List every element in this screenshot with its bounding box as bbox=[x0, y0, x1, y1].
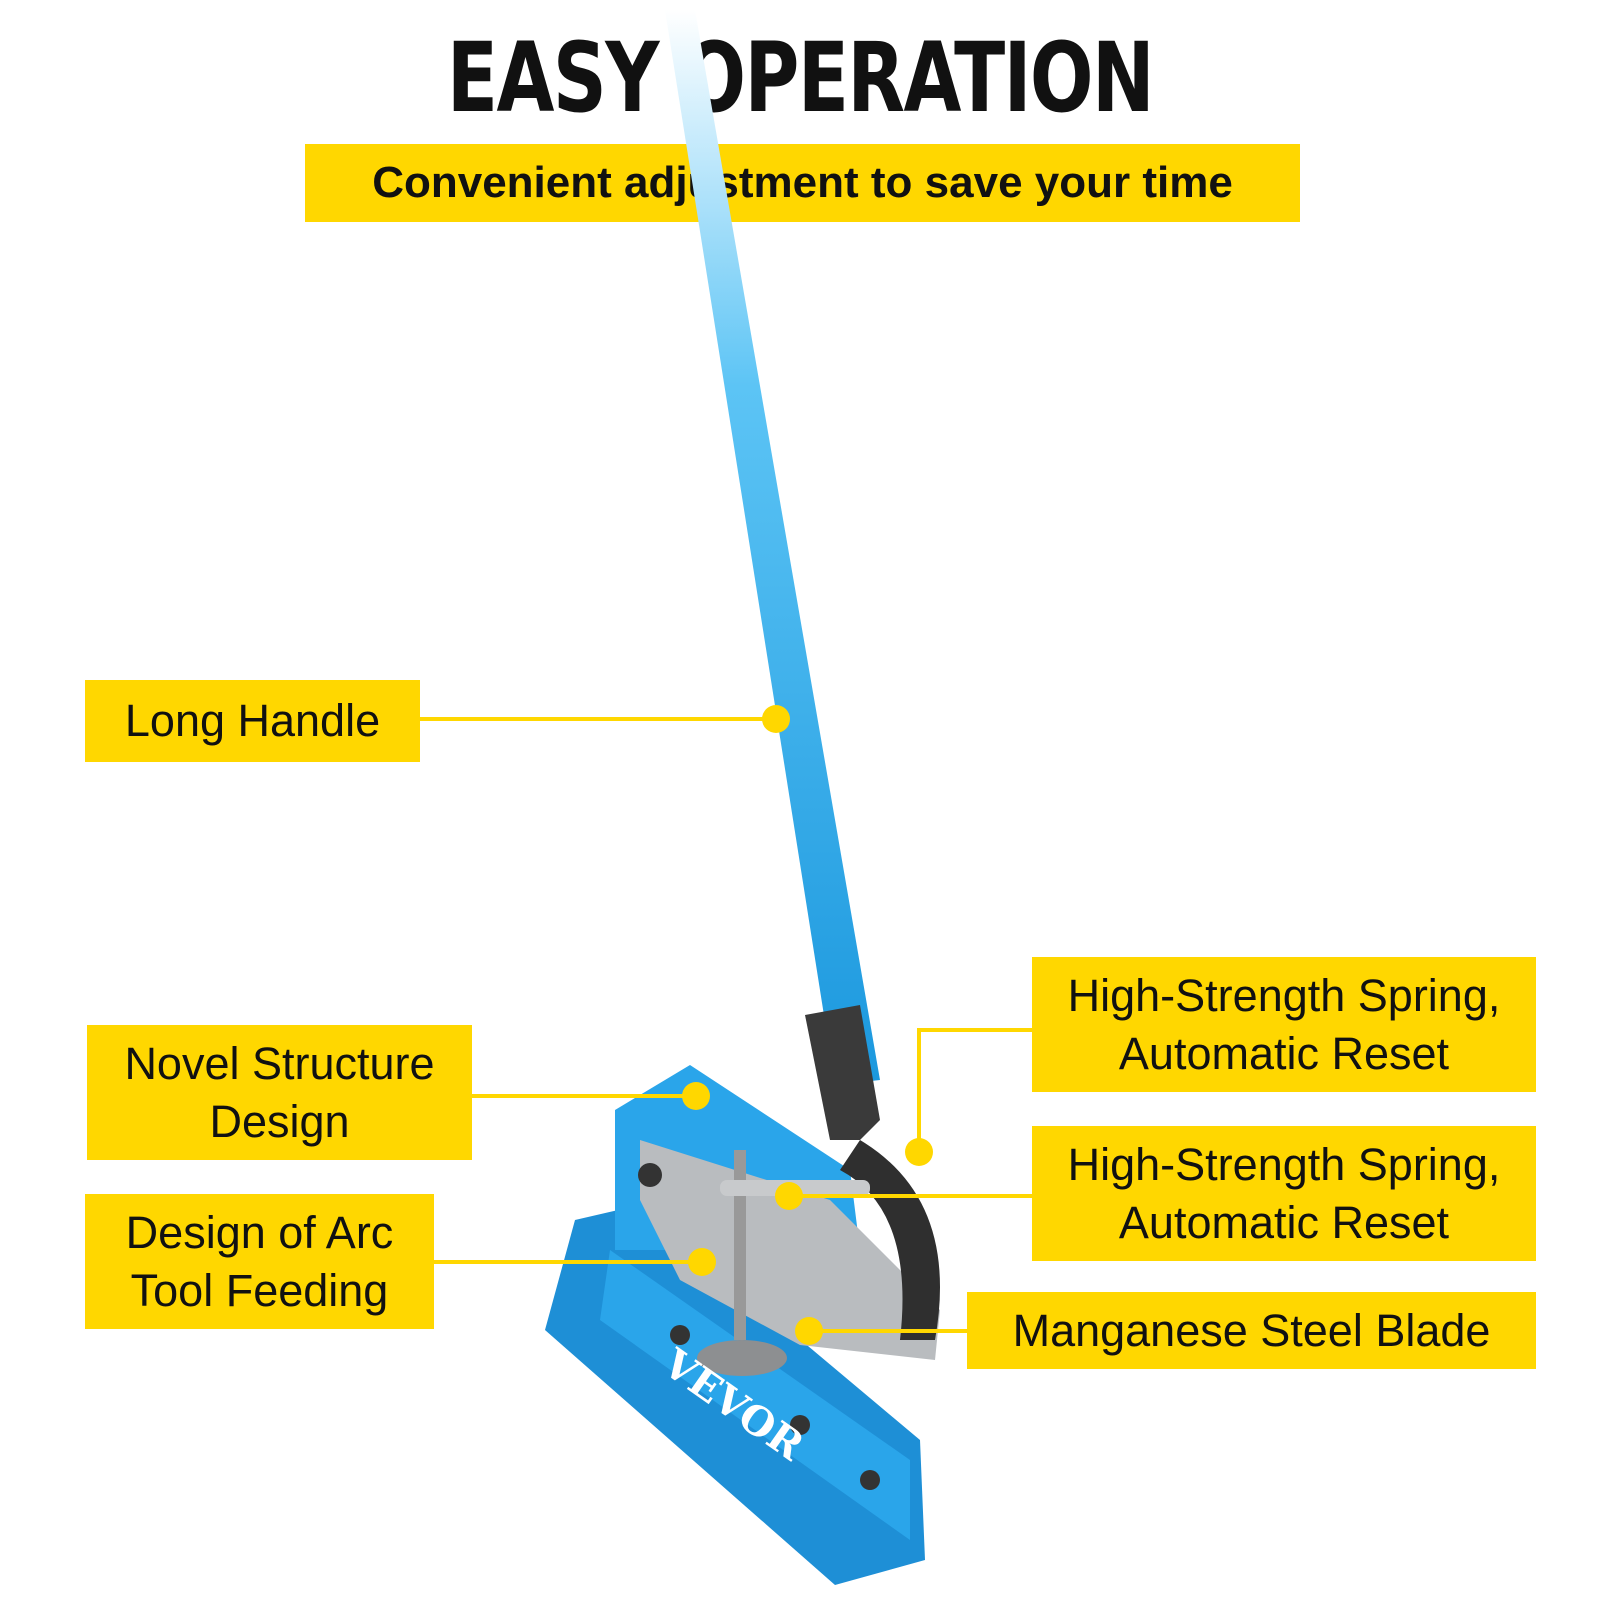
callout-text: Automatic Reset bbox=[1118, 1027, 1450, 1079]
callout-text: High-Strength Spring, bbox=[1067, 1138, 1501, 1190]
marker-dot bbox=[688, 1248, 716, 1276]
callout-manganese-blade: Manganese Steel Blade bbox=[967, 1292, 1536, 1369]
callout-text: Manganese Steel Blade bbox=[1012, 1304, 1491, 1356]
marker-dot bbox=[775, 1182, 803, 1210]
callout-spring-1: High-Strength Spring, Automatic Reset bbox=[1032, 957, 1536, 1092]
long-handle bbox=[665, 10, 880, 1085]
callout-text: Tool Feeding bbox=[130, 1264, 389, 1316]
callout-text: Novel Structure bbox=[124, 1037, 435, 1089]
page-title: EASY OPERATION bbox=[446, 22, 1155, 134]
callout-text: Long Handle bbox=[124, 695, 381, 746]
marker-dot bbox=[682, 1082, 710, 1110]
callout-spring-2: High-Strength Spring, Automatic Reset bbox=[1032, 1126, 1536, 1261]
feed-screw bbox=[734, 1150, 746, 1340]
callout-text: Automatic Reset bbox=[1118, 1196, 1450, 1248]
marker-dot bbox=[905, 1138, 933, 1166]
arc-cam bbox=[840, 1140, 940, 1340]
callout-novel-structure: Novel Structure Design bbox=[87, 1025, 472, 1160]
marker-dot bbox=[795, 1317, 823, 1345]
callout-text: High-Strength Spring, bbox=[1067, 969, 1501, 1021]
callout-text: Design bbox=[209, 1095, 350, 1147]
marker-dot bbox=[762, 705, 790, 733]
callout-text: Design of Arc bbox=[125, 1206, 394, 1258]
blade bbox=[640, 1140, 940, 1360]
callout-long-handle: Long Handle bbox=[85, 680, 420, 762]
callout-arc-tool-feeding: Design of Arc Tool Feeding bbox=[85, 1194, 434, 1329]
subtitle-banner: Convenient adjustment to save your time bbox=[305, 144, 1300, 222]
feed-wheel bbox=[697, 1340, 787, 1376]
lever bbox=[805, 1005, 880, 1140]
